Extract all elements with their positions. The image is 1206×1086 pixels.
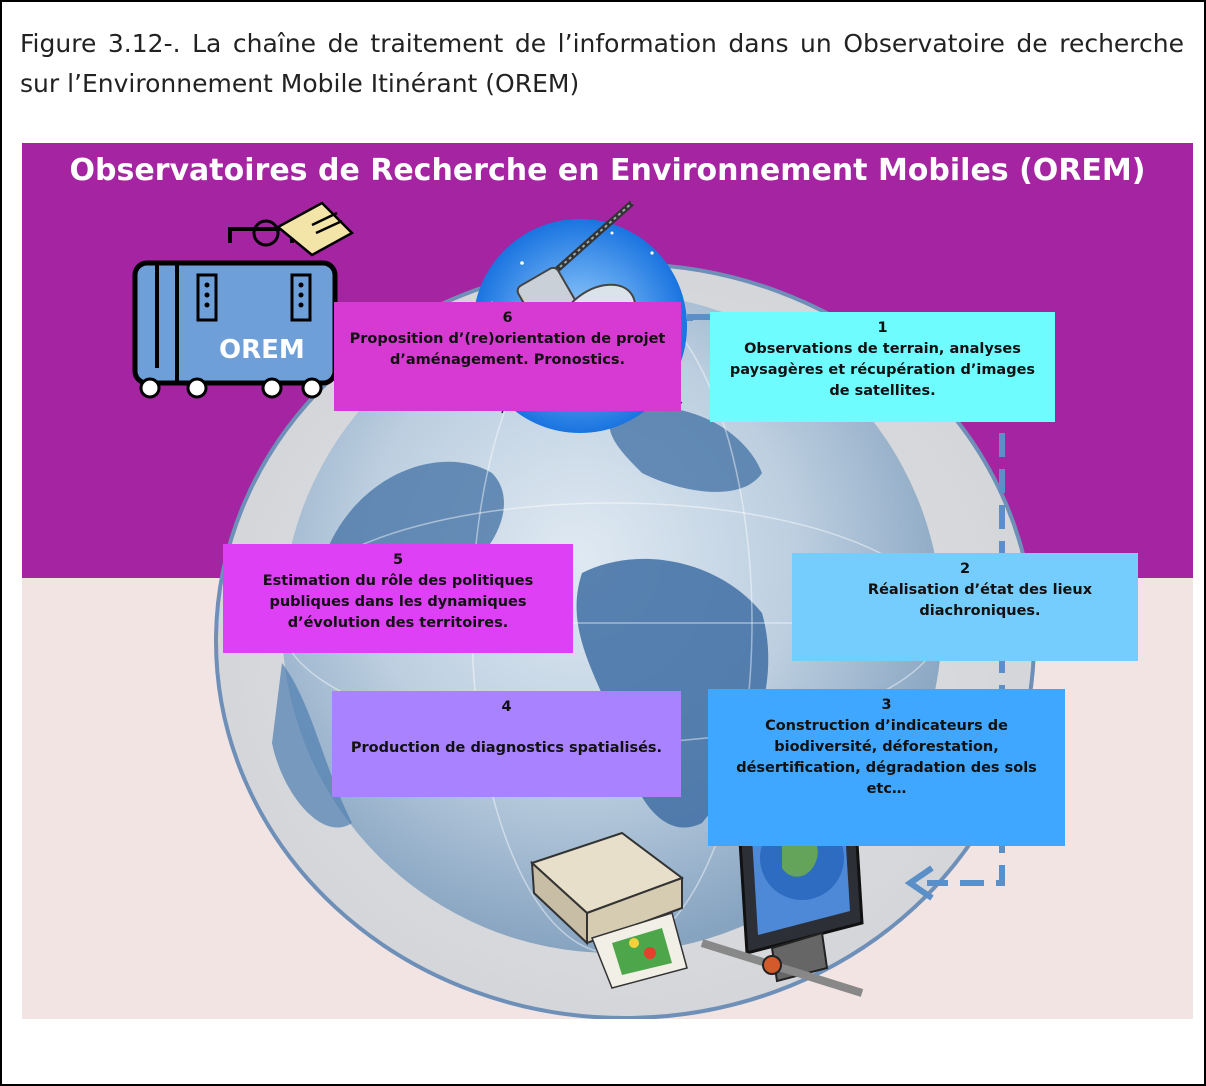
suitcase-icon xyxy=(132,201,355,399)
arrow-head xyxy=(904,865,934,901)
step-4-box: 4 Production de diagnostics spatialisés. xyxy=(332,691,681,797)
step-number: 6 xyxy=(502,310,513,326)
printer-icon xyxy=(530,831,688,989)
orem-figure: Observatoires de Recherche en Environnem… xyxy=(22,143,1193,1019)
suitcase-label: OREM xyxy=(219,335,305,365)
step-1-box: 1 Observations de terrain, analyses pays… xyxy=(710,312,1055,422)
step-text: Construction d’indicateurs de biodiversi… xyxy=(736,718,1037,797)
step-text: Proposition d’(re)orientation de projet … xyxy=(349,331,666,368)
step-text: Observations de terrain, analyses paysag… xyxy=(729,341,1036,399)
dashed-cycle-arrow xyxy=(687,314,1005,886)
banner-title: Observatoires de Recherche en Environnem… xyxy=(69,153,1146,188)
step-text: Réalisation d’état des lieux diachroniqu… xyxy=(867,582,1093,619)
step-text: Production de diagnostics spatialisés. xyxy=(350,740,663,756)
step-6-box: 6 Proposition d’(re)orientation de proje… xyxy=(334,302,681,411)
step-number: 4 xyxy=(501,699,512,715)
step-number: 3 xyxy=(881,697,892,713)
step-3-box: 3 Construction d’indicateurs de biodiver… xyxy=(708,689,1065,846)
step-number: 5 xyxy=(392,552,404,568)
step-5-box: 5 Estimation du rôle des politiques publ… xyxy=(223,544,573,653)
step-2-box: 2 Réalisation d’état des lieux diachroni… xyxy=(792,553,1138,661)
step-number: 2 xyxy=(959,561,971,577)
step-number: 1 xyxy=(877,320,888,336)
step-text: Estimation du rôle des politiques publiq… xyxy=(262,573,534,631)
figure-caption: Figure 3.12-. La chaîne de traitement de… xyxy=(20,29,1184,98)
